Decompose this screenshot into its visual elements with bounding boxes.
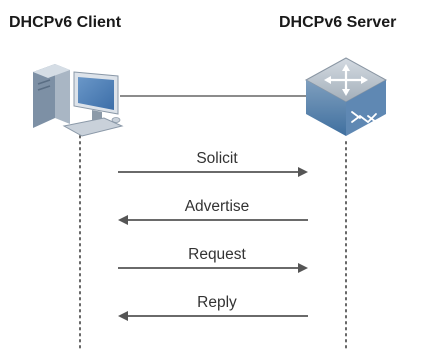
router-icon [304, 57, 388, 136]
message-arrowhead [298, 167, 308, 177]
server-title: DHCPv6 Server [279, 14, 397, 31]
message-arrowhead [118, 215, 128, 225]
message-request: Request [118, 246, 308, 273]
message-label: Advertise [185, 198, 250, 215]
pc-icon [33, 64, 124, 137]
message-label: Reply [197, 294, 237, 311]
message-advertise: Advertise [118, 198, 308, 225]
message-solicit: Solicit [118, 150, 308, 177]
message-label: Solicit [196, 150, 238, 167]
message-arrowhead [298, 263, 308, 273]
message-label: Request [188, 246, 246, 263]
message-arrowhead [118, 311, 128, 321]
message-reply: Reply [118, 294, 308, 321]
client-title: DHCPv6 Client [9, 14, 122, 31]
